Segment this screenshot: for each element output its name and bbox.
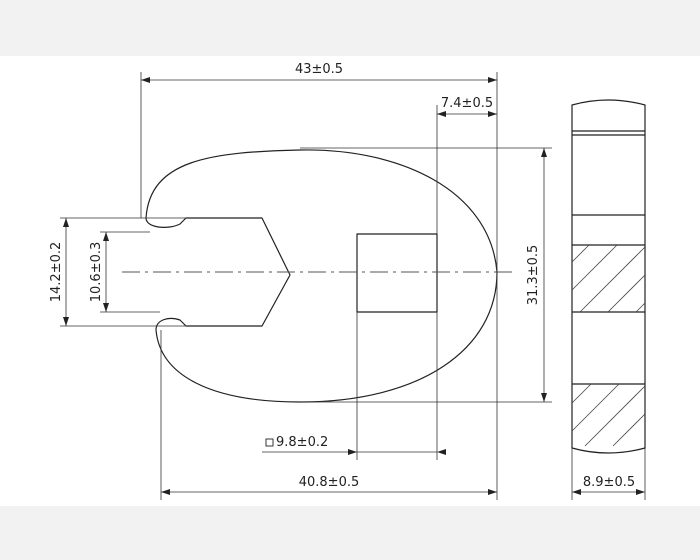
- dim-tail-offset: 7.4±0.5: [441, 96, 493, 111]
- dim-jaw-height-outer: 14.2±0.2: [49, 242, 64, 303]
- square-drive: [356, 233, 438, 313]
- square-symbol-icon: [265, 438, 274, 447]
- arrowheads: [63, 77, 645, 495]
- dim-thickness: 8.9±0.5: [583, 475, 635, 490]
- side-view-outline: [571, 99, 646, 454]
- dim-height-right: 31.3±0.5: [526, 245, 541, 306]
- wrench-outline: [145, 149, 498, 403]
- section-hatching: [571, 244, 646, 447]
- dim-square-drive: 9.8±0.2: [276, 435, 328, 450]
- dim-overall-length-top: 43±0.5: [295, 62, 343, 77]
- square-drive-dimension: 9.8±0.2: [265, 435, 328, 450]
- dim-overall-length-bottom: 40.8±0.5: [299, 475, 360, 490]
- dim-jaw-height-inner: 10.6±0.3: [89, 242, 104, 303]
